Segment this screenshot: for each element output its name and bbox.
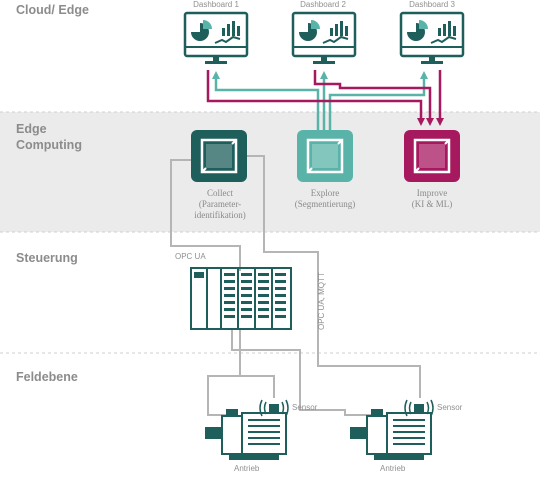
dashboard-1-to-improve-arrow: [206, 70, 425, 126]
sensor-icon: [404, 399, 434, 417]
layer-label-computing: Computing: [16, 138, 82, 152]
explore-module: Explore (Segmentierung): [295, 130, 355, 209]
collect-detail-2: identifikation): [194, 210, 246, 220]
dashboard-3-label: Dashboard 3: [409, 0, 455, 9]
layer-label-edge: Edge: [16, 122, 47, 136]
dashboard-2: Dashboard 2: [291, 0, 357, 64]
layer-label-control: Steuerung: [16, 251, 78, 265]
drive-2: Sensor Antrieb: [350, 399, 463, 473]
monitor-icon: [291, 11, 357, 64]
dashboard-3: Dashboard 3: [399, 0, 465, 64]
opc-ua-mqtt-label: OPC UA, MQTT: [317, 272, 326, 330]
drive-label: Antrieb: [380, 464, 406, 473]
opc-ua-label: OPC UA: [175, 252, 206, 261]
layer-label-field: Feldebene: [16, 370, 78, 384]
improve-module: Improve (KI & ML): [404, 130, 460, 209]
square-frame-icon: [200, 138, 238, 174]
collect-module: Collect (Parameter- identifikation): [191, 130, 247, 220]
square-frame-icon: [413, 138, 451, 174]
layer-label-cloud: Cloud/ Edge: [16, 3, 89, 17]
gray-connection-lines: [170, 155, 421, 416]
drive-1: Sensor Antrieb: [205, 399, 318, 473]
monitor-icon: [399, 11, 465, 64]
data-flow-arrows: [206, 70, 444, 130]
dashboard-1-label: Dashboard 1: [193, 0, 239, 9]
improve-detail: (KI & ML): [412, 199, 453, 209]
motor-icon: [205, 409, 287, 460]
explore-detail: (Segmentierung): [295, 199, 355, 209]
explore-to-dashboard-3-arrow: [328, 71, 428, 130]
dashboard-1: Dashboard 1: [183, 0, 249, 64]
plc-controller-icon: [190, 267, 292, 330]
square-frame-icon: [306, 138, 344, 174]
dashboard-2-to-improve-arrow: [313, 70, 434, 126]
collect-label: Collect: [207, 188, 233, 198]
drive-label: Antrieb: [234, 464, 260, 473]
explore-to-dashboard-1-arrow: [212, 71, 320, 130]
sensor-label: Sensor: [292, 403, 318, 412]
sensor-label: Sensor: [437, 403, 463, 412]
explore-label: Explore: [311, 188, 340, 198]
sensor-icon: [259, 399, 289, 417]
collect-detail-1: (Parameter-: [199, 199, 241, 209]
motor-icon: [350, 409, 432, 460]
monitor-icon: [183, 11, 249, 64]
dashboard-2-label: Dashboard 2: [300, 0, 346, 9]
improve-label: Improve: [417, 188, 448, 198]
